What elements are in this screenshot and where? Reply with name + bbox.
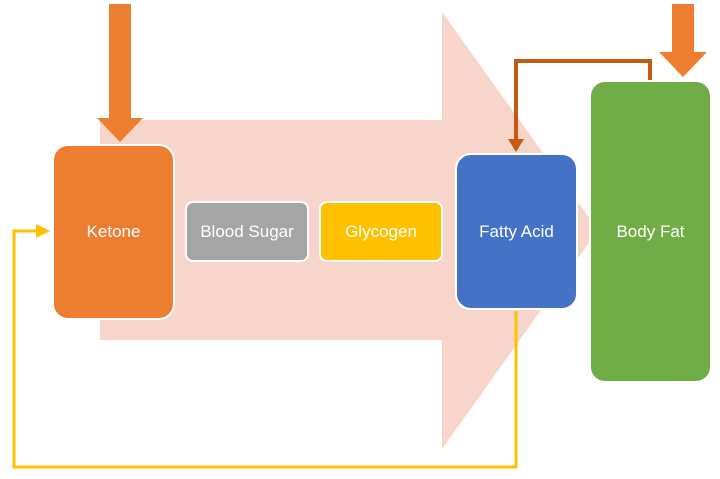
ketone-node: Ketone bbox=[52, 144, 175, 320]
blood-sugar-node: Blood Sugar bbox=[185, 201, 309, 262]
ketone-input-arrow bbox=[97, 4, 143, 142]
body-fat-to-fatty-acid-connector bbox=[514, 59, 652, 143]
body-fat-input-arrow bbox=[659, 4, 707, 77]
fatty-acid-node: Fatty Acid bbox=[455, 153, 578, 310]
ketone-connector-arrowhead bbox=[36, 224, 50, 238]
body-fat-node: Body Fat bbox=[589, 80, 712, 383]
fatty-acid-to-ketone-connector bbox=[12, 229, 518, 469]
glycogen-node: Glycogen bbox=[319, 201, 443, 262]
fatty-acid-connector-arrowhead bbox=[508, 139, 524, 152]
